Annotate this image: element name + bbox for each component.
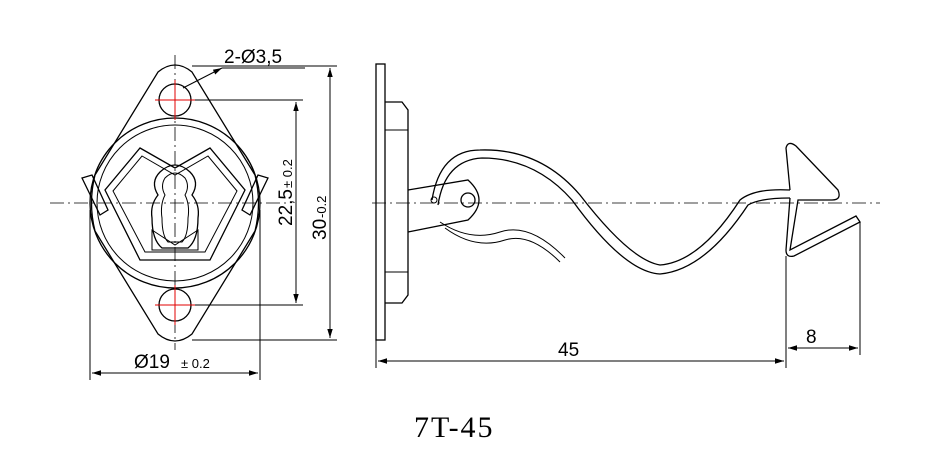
wire-lower-2	[444, 227, 561, 263]
pivot-lever	[407, 179, 480, 233]
flange-plate	[375, 63, 386, 341]
diameter-tol: ± 0.2	[181, 356, 210, 371]
side-view: 45 8	[372, 63, 880, 368]
pivot-rivet	[430, 196, 438, 204]
model-label: 7T-45	[414, 411, 495, 444]
wire-outer	[431, 149, 791, 266]
inner-circle	[96, 124, 254, 282]
pivot-hole	[460, 192, 476, 208]
right-clip	[241, 174, 269, 216]
height-tol: -0.2	[314, 196, 329, 218]
contact-inner	[160, 172, 190, 243]
body-block	[385, 101, 409, 304]
height-value: 30	[310, 219, 331, 240]
front-view: 2-Ø3,5 22,5 ± 0.2 30 -0.2 Ø19 ± 0.2	[50, 47, 337, 380]
diameter-value: Ø19	[134, 352, 170, 373]
hole-spacing-value: 22,5	[276, 189, 297, 226]
hole-leader-in	[182, 67, 223, 89]
flange-outline	[90, 64, 260, 342]
spring-frame-inner	[112, 155, 238, 253]
hole-spacing-tol: ± 0.2	[280, 159, 295, 188]
wire-lower	[439, 221, 566, 259]
contact-base	[151, 229, 199, 251]
spring-frame-outer	[104, 147, 246, 261]
terminal-hook	[785, 142, 861, 258]
length-value: 45	[558, 340, 579, 361]
tip-value: 8	[806, 327, 817, 348]
contact-outline	[150, 164, 200, 249]
wire-inner	[437, 157, 791, 275]
holes-label: 2-Ø3,5	[224, 47, 282, 68]
left-clip	[81, 174, 109, 216]
